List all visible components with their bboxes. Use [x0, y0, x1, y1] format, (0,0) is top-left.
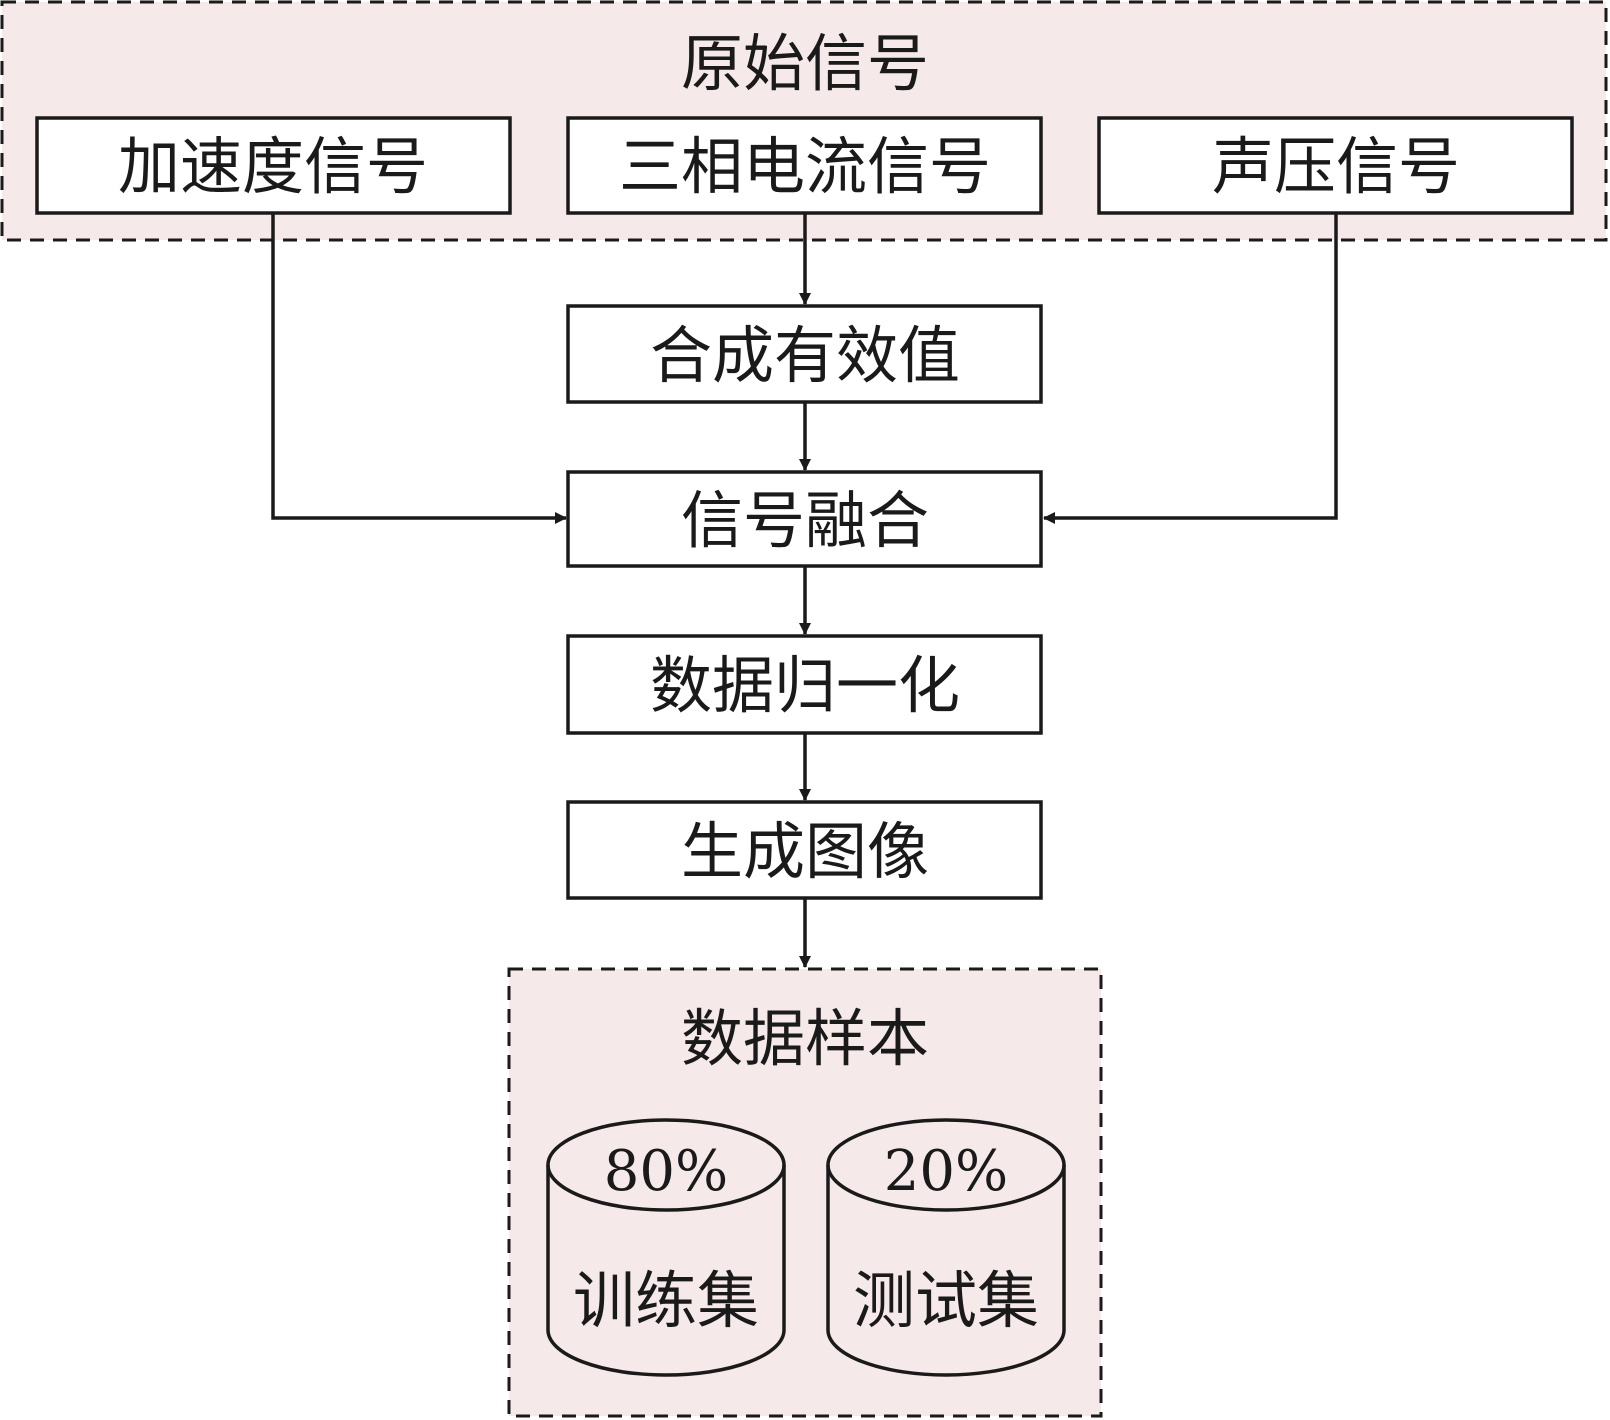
- edge-sound-to-fusion: [1043, 213, 1338, 524]
- train-set-cylinder-body: [546, 1118, 786, 1377]
- node-image: 生成图像: [566, 800, 1043, 900]
- raw-signal-group: 原始信号 加速度信号 三相电流信号 声压信号: [0, 0, 1608, 242]
- node-accel-signal: 加速度信号: [35, 116, 512, 215]
- node-accel-signal-box: [35, 116, 512, 215]
- node-current-signal: 三相电流信号: [566, 116, 1043, 215]
- test-set-cylinder-rim: [826, 1164, 1066, 1212]
- train-set-cylinder: 80% 训练集: [546, 1118, 786, 1377]
- node-image-box: [566, 800, 1043, 900]
- node-fusion: 信号融合: [566, 470, 1043, 568]
- node-current-signal-box: [566, 116, 1043, 215]
- node-current-signal-label: 三相电流信号: [619, 130, 991, 203]
- node-sound-signal-box: [1097, 116, 1574, 215]
- node-normalize: 数据归一化: [566, 634, 1043, 735]
- node-fusion-box: [566, 470, 1043, 568]
- train-set-percent: 80%: [604, 1139, 728, 1204]
- node-image-label: 生成图像: [681, 815, 929, 888]
- node-sound-signal-label: 声压信号: [1212, 130, 1460, 203]
- node-normalize-label: 数据归一化: [650, 649, 960, 722]
- node-fusion-label: 信号融合: [681, 484, 929, 557]
- node-rms-label: 合成有效值: [650, 319, 960, 392]
- train-set-label: 训练集: [573, 1264, 759, 1337]
- node-rms: 合成有效值: [566, 304, 1043, 404]
- node-accel-signal-label: 加速度信号: [118, 130, 428, 203]
- test-set-cylinder: 20% 测试集: [826, 1118, 1066, 1377]
- train-set-cylinder-rim: [546, 1164, 786, 1212]
- data-sample-group: 数据样本 80% 训练集 20% 测试集: [507, 967, 1103, 1418]
- test-set-label: 测试集: [853, 1264, 1039, 1337]
- test-set-cylinder-body: [826, 1118, 1066, 1377]
- node-normalize-box: [566, 634, 1043, 735]
- raw-signal-group-title: 原始信号: [681, 27, 929, 100]
- node-sound-signal: 声压信号: [1097, 116, 1574, 215]
- edge-accel-to-fusion: [271, 213, 567, 524]
- test-set-percent: 20%: [884, 1139, 1008, 1204]
- edges: [271, 213, 1338, 968]
- node-rms-box: [566, 304, 1043, 404]
- data-sample-group-title: 数据样本: [681, 1002, 929, 1075]
